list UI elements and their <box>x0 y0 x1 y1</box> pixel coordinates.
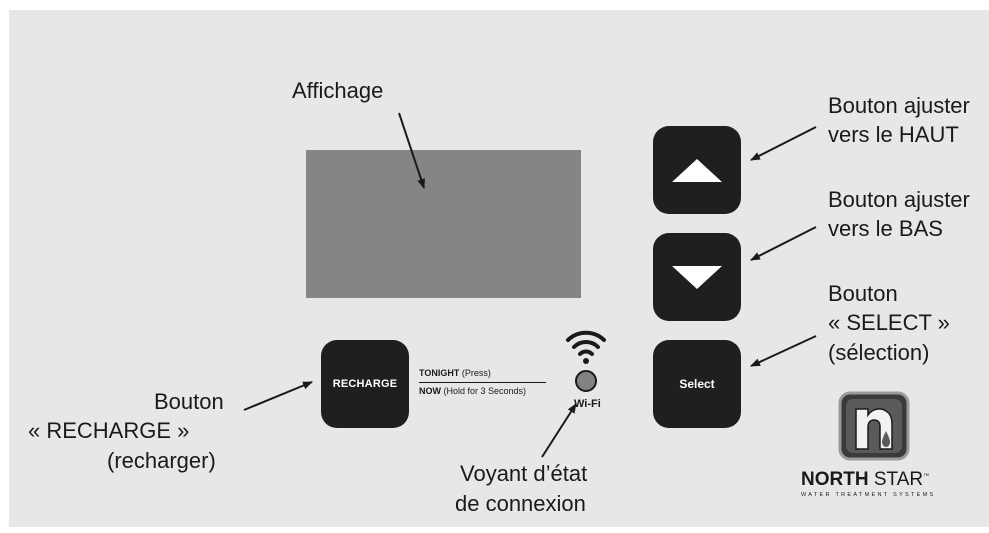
lcd-display <box>306 150 581 298</box>
recharge-label-line2: « RECHARGE » <box>28 418 190 443</box>
select-arrow <box>750 335 817 367</box>
brand-bold: NORTH <box>801 469 869 490</box>
tonight-rest: (Press) <box>459 368 491 378</box>
down-label-line2: vers le BAS <box>828 216 943 241</box>
display-label: Affichage <box>292 78 384 103</box>
select-label-line2: « SELECT » <box>828 310 950 335</box>
up-arrow <box>750 126 817 161</box>
now-instruction: NOW (Hold for 3 Seconds) <box>419 386 526 396</box>
down-arrow <box>750 226 817 261</box>
up-label-line2: vers le HAUT <box>828 122 959 147</box>
now-bold: NOW <box>419 386 441 396</box>
brand-name: NORTH STAR™ <box>801 469 929 491</box>
brand-light: STAR <box>868 469 924 490</box>
recharge-label-line1: Bouton <box>154 389 224 414</box>
down-label-line1: Bouton ajuster <box>828 187 970 212</box>
recharge-arrow <box>243 381 313 411</box>
arrow-up-icon <box>672 158 722 182</box>
select-label-line3: (sélection) <box>828 340 930 365</box>
wifi-label: Wi-Fi <box>574 398 601 410</box>
display-arrow <box>398 112 425 189</box>
select-button-label: Select <box>679 377 715 391</box>
led-label-line2: de connexion <box>455 491 586 516</box>
recharge-button[interactable]: RECHARGE <box>321 340 409 428</box>
tonight-bold: TONIGHT <box>419 368 460 378</box>
north-star-logo <box>838 391 910 461</box>
recharge-label-line3: (recharger) <box>107 448 216 473</box>
instruction-divider <box>419 382 546 383</box>
select-button[interactable]: Select <box>653 340 741 428</box>
led-arrow <box>541 403 577 458</box>
connection-status-led <box>575 370 597 392</box>
recharge-button-label: RECHARGE <box>332 378 398 390</box>
arrow-down-icon <box>672 265 722 289</box>
down-button[interactable] <box>653 233 741 321</box>
up-button[interactable] <box>653 126 741 214</box>
wifi-icon <box>566 330 606 364</box>
brand-trademark: ™ <box>923 473 930 480</box>
brand-tagline: WATER TREATMENT SYSTEMS <box>801 492 936 498</box>
up-label-line1: Bouton ajuster <box>828 93 970 118</box>
now-rest: (Hold for 3 Seconds) <box>441 386 527 396</box>
select-label-line1: Bouton <box>828 281 898 306</box>
tonight-instruction: TONIGHT (Press) <box>419 368 491 378</box>
led-label-line1: Voyant d’état <box>460 461 588 486</box>
